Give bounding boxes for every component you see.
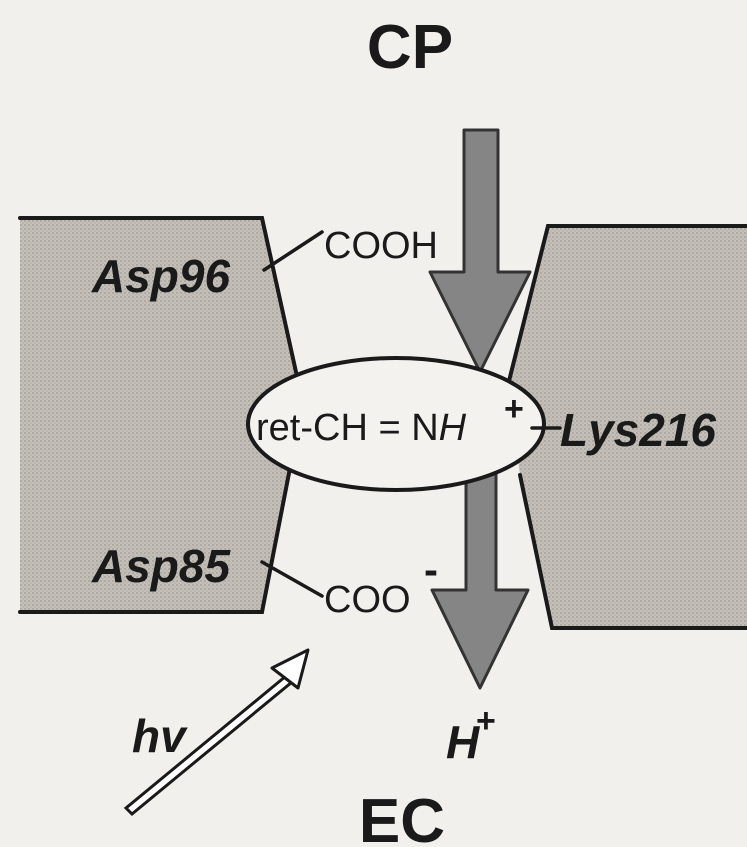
retinal-prefix: ret-CH = N [256,407,439,449]
lys216-label: Lys216 [560,404,716,456]
coo-charge: - [424,546,438,593]
hv-label: hv [132,710,188,762]
ec-label: EC [359,787,445,847]
proton-entry-arrow [428,128,532,374]
proton-exit-arrow [430,456,530,690]
asp85-label: Asp85 [91,540,231,592]
proton-label: H [446,716,480,768]
retinal-h: H [439,407,467,449]
membrane-left-block [20,218,296,612]
cp-label: CP [367,13,453,82]
retinal-ellipse [246,356,546,492]
retinal-charge: + [504,390,524,428]
retinal-label: ret-CH = NH [256,407,467,449]
coo-label: COO [324,579,411,621]
connector-lines [260,230,562,598]
membrane-outline [18,216,747,630]
light-arrow-icon [123,648,310,817]
cooh-label: COOH [324,225,438,267]
proton-charge: + [476,702,496,740]
membrane-right-block [508,226,747,628]
asp96-label: Asp96 [91,250,230,302]
